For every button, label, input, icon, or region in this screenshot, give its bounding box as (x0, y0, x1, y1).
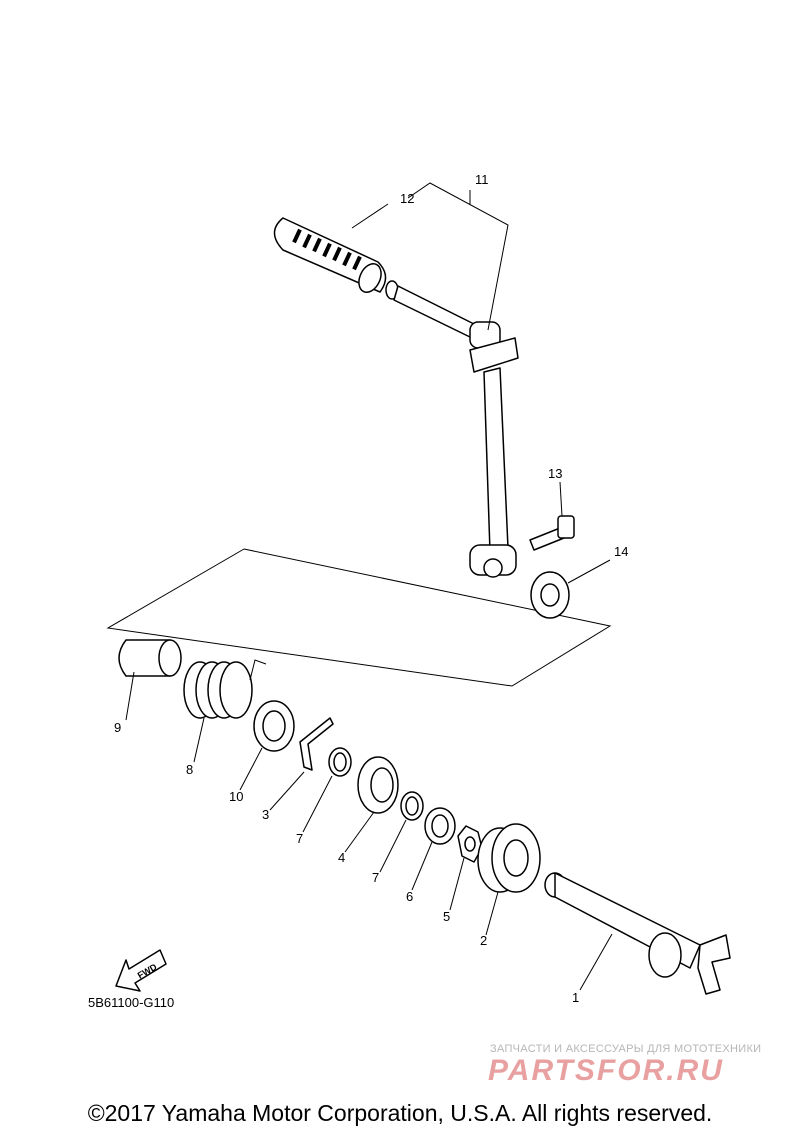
copyright-notice: ©2017 Yamaha Motor Corporation, U.S.A. A… (87, 1100, 713, 1126)
kick-gear-part-2 (477, 823, 541, 893)
ratchet-part-4 (357, 756, 399, 814)
callout-2: 2 (480, 933, 487, 948)
collar-part-9 (118, 639, 182, 677)
callout-10: 10 (229, 789, 243, 804)
assembly-frame (106, 548, 612, 687)
watermark-tagline: ЗАПЧАСТИ И АКСЕССУАРЫ ДЛЯ МОТОТЕХНИКИ (490, 1043, 762, 1055)
callout-3: 3 (262, 807, 269, 822)
callout-7-lower: 7 (372, 870, 379, 885)
circlip-part-7-lower (400, 791, 424, 821)
bolt-part-13 (529, 515, 575, 551)
callout-11: 11 (475, 172, 489, 187)
callout-1: 1 (572, 990, 579, 1005)
callout-14: 14 (614, 544, 628, 559)
clip-part-3 (299, 717, 334, 771)
watermark-logo: PARTSFOR.RU (488, 1054, 724, 1087)
callout-12: 12 (400, 191, 414, 206)
diagram-code: 5B61100-G110 (88, 995, 175, 1010)
washer-part-10 (253, 700, 295, 752)
callout-6: 6 (406, 889, 413, 904)
kick-axle-part-1 (544, 872, 731, 995)
callout-4: 4 (338, 850, 345, 865)
grip-part-12 (273, 217, 387, 293)
leader-lines (125, 182, 613, 991)
oil-seal-part-14 (530, 571, 570, 619)
callout-5: 5 (443, 909, 450, 924)
washer-part-6 (424, 807, 456, 845)
callout-9: 9 (114, 720, 121, 735)
callout-8: 8 (186, 762, 193, 777)
callout-numbers: 11 12 13 14 9 8 10 3 7 4 7 6 5 2 1 (114, 172, 628, 1005)
kick-crank-part-11 (385, 280, 519, 578)
callout-13: 13 (548, 466, 562, 481)
callout-7-upper: 7 (296, 831, 303, 846)
circlip-part-7-upper (328, 747, 352, 777)
torsion-spring-part-8 (183, 659, 267, 719)
fwd-arrow-icon: FWD (115, 949, 167, 992)
